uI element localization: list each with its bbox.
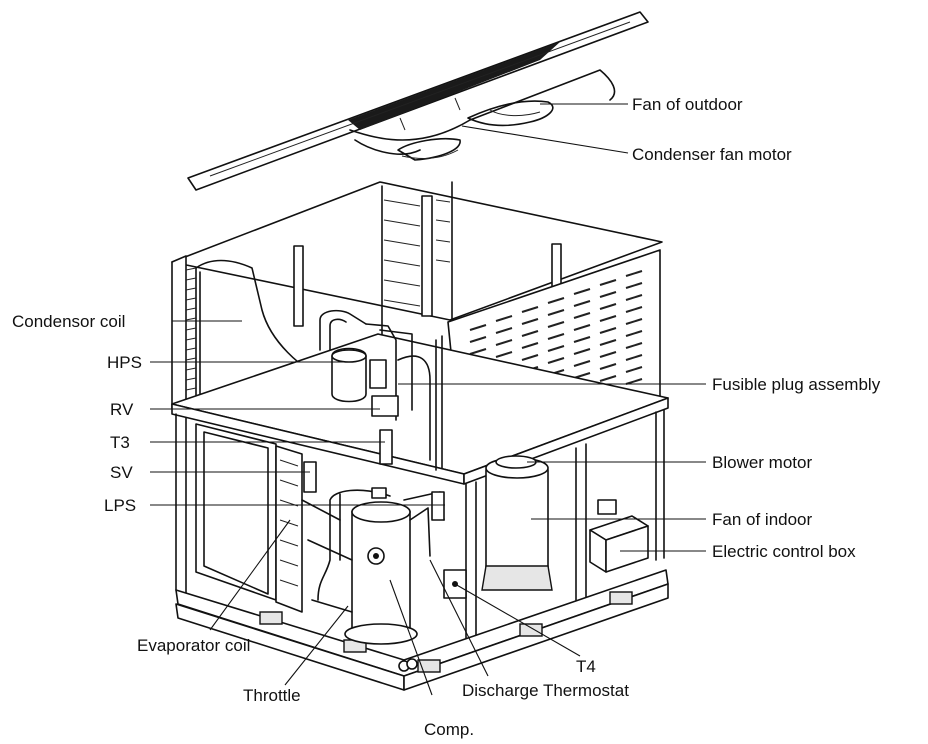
- label-throttle: Throttle: [243, 686, 301, 705]
- label-hps: HPS: [107, 353, 142, 372]
- louvre-slot: [495, 351, 513, 358]
- label-condensor-coil: Condensor coil: [12, 312, 125, 331]
- condensor-coil-fins: [185, 267, 197, 391]
- louvre-slot: [547, 309, 565, 316]
- louvre-slot: [599, 303, 617, 310]
- louvre-slot: [625, 354, 643, 361]
- label-comp: Comp.: [424, 720, 474, 739]
- louvre-slot: [625, 366, 643, 373]
- condenser-fan-motor: [397, 137, 461, 161]
- louvre-slot: [599, 291, 617, 298]
- label-fusible-plug: Fusible plug assembly: [712, 375, 881, 394]
- louvre-slot: [573, 336, 591, 343]
- blower-assembly: [481, 455, 553, 591]
- labels: Fan of outdoor Condenser fan motor Conde…: [12, 95, 881, 739]
- louvre-slot: [599, 339, 617, 346]
- label-condenser-fan-motor: Condenser fan motor: [632, 145, 792, 164]
- louvre-slot: [469, 348, 487, 355]
- louvre-slot: [547, 321, 565, 328]
- louvre-slot: [521, 330, 539, 337]
- louvre-slot: [469, 324, 487, 331]
- louvre-slot: [521, 318, 539, 325]
- valves-lower: [303, 461, 387, 499]
- louvre-slot: [573, 324, 591, 331]
- louvre-slot: [547, 297, 565, 304]
- refrigerant-pipes: [301, 309, 445, 613]
- louvre-slot: [599, 315, 617, 322]
- louvre-slot: [599, 327, 617, 334]
- outdoor-fan: [467, 100, 554, 127]
- louvre-slot: [573, 300, 591, 307]
- label-fan-of-outdoor: Fan of outdoor: [632, 95, 743, 114]
- compressor: [344, 501, 418, 645]
- louvre-slot: [547, 333, 565, 340]
- louvre-slot: [495, 327, 513, 334]
- louvre-slot: [469, 336, 487, 343]
- louvre-slot: [625, 270, 643, 277]
- label-evaporator-coil: Evaporator coil: [137, 636, 250, 655]
- electric-control-box: [589, 499, 649, 573]
- back-coil-fins: [383, 199, 451, 307]
- louvre-slot: [521, 342, 539, 349]
- label-fan-of-indoor: Fan of indoor: [712, 510, 813, 529]
- louvre-slot: [573, 348, 591, 355]
- louvre-slot: [573, 288, 591, 295]
- top-cover: [187, 11, 649, 191]
- louvre-slot: [625, 318, 643, 325]
- leader-lines: [150, 103, 706, 696]
- louvre-slot: [599, 351, 617, 358]
- label-t4: T4: [576, 657, 596, 676]
- louvre-slot: [573, 360, 591, 367]
- louvre-slot: [495, 339, 513, 346]
- louvre-slot: [521, 306, 539, 313]
- louvre-slot: [599, 363, 617, 370]
- lower-cabinet: [175, 409, 669, 691]
- louvre-slot: [625, 306, 643, 313]
- label-discharge-thermostat: Discharge Thermostat: [462, 681, 629, 700]
- louvre-slot: [625, 378, 643, 385]
- louvre-slot: [625, 282, 643, 289]
- label-sv: SV: [110, 463, 133, 482]
- louvre-slot: [599, 375, 617, 382]
- louvre-slot: [599, 279, 617, 286]
- louvre-slot: [495, 315, 513, 322]
- louvre-slot: [573, 312, 591, 319]
- label-t3: T3: [110, 433, 130, 452]
- louvre-slot: [625, 294, 643, 301]
- evaporator-coil: [275, 445, 303, 613]
- louvre-slot: [625, 330, 643, 337]
- louvre-slot: [547, 357, 565, 364]
- louvre-slot: [625, 342, 643, 349]
- label-electric-control-box: Electric control box: [712, 542, 856, 561]
- louvre-slot: [547, 345, 565, 352]
- label-lps: LPS: [104, 496, 136, 515]
- louvre-slot: [521, 354, 539, 361]
- label-rv: RV: [110, 400, 134, 419]
- label-blower-motor: Blower motor: [712, 453, 812, 472]
